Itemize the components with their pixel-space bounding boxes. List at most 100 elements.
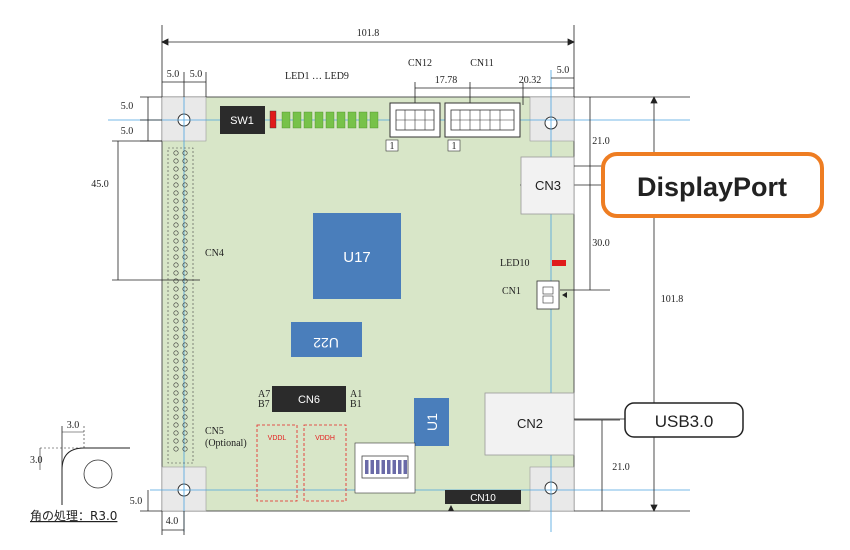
cn4-pin [182,342,188,348]
cn4-label: CN4 [205,248,224,259]
cn4-pin [182,246,188,252]
dip-switch [354,442,416,494]
cn4-pin [182,350,188,356]
cn4-pins [173,150,188,452]
dim-v5a-text: 5.0 [121,101,134,112]
cn4-pin [173,350,179,356]
dim-height-text: 101.8 [661,294,684,305]
cn4-pin [173,310,179,316]
corner-dim-v-text: 3.0 [30,455,43,466]
cn4-pin [173,262,179,268]
cn4-pin [182,262,188,268]
cn4-pin [173,414,179,420]
cn4-pin [182,214,188,220]
dim-left-vertical [112,96,200,281]
cn10-connector [445,490,521,504]
cn4-pin [182,326,188,332]
cn5-label: CN5 [205,426,224,437]
cn4-pin [182,390,188,396]
cn4-pin [173,406,179,412]
cn4-pin [173,326,179,332]
dim-bottom-4-text: 4.0 [166,516,179,527]
cn10-label: CN10 [470,493,496,504]
sw1-switch [220,106,265,134]
cn6-label: CN6 [298,394,320,406]
dim-v30-text: 30.0 [592,238,610,249]
dip-key [370,460,374,474]
dim-v21-top-text: 21.0 [592,136,610,147]
vddh-area [303,424,347,502]
dim-v45-text: 45.0 [91,179,109,190]
dip-key [376,460,380,474]
cn4-pin [182,310,188,316]
dim-v21-bottom-text: 21.0 [612,462,630,473]
cn11-label: CN11 [470,58,494,69]
cn11-header [444,102,521,138]
cn4-pin [173,318,179,324]
cn4-pin [182,166,188,172]
cn4-pin [182,366,188,372]
cn6-connector [272,386,346,412]
cn4-pin [173,222,179,228]
cn4-pin [173,238,179,244]
cn4-pin [182,318,188,324]
dip-key [381,460,385,474]
cn4-pin [182,374,188,380]
cn4-pin [182,414,188,420]
cn4-pin [182,446,188,452]
cn4-pin [182,150,188,156]
vddh-label: VDDH [315,435,335,442]
dip-key [403,460,407,474]
a1-label: A1 [350,389,362,400]
cn4-header [167,147,194,464]
dip-key [398,460,402,474]
usb-callout [624,402,744,438]
corner-detail [39,426,130,505]
dim-left-5a-text: 5.0 [167,69,180,80]
cn4-pin [173,230,179,236]
cn4-pin [182,406,188,412]
cn4-pin [182,182,188,188]
cn5-optional-label: (Optional) [205,438,247,449]
dim-right-5-text: 5.0 [557,65,570,76]
cn4-pin [182,158,188,164]
cn4-pin [182,190,188,196]
cn4-pin [182,422,188,428]
cn4-pin [173,382,179,388]
led10-label: LED10 [500,258,529,269]
cn12-header [389,102,441,138]
vddl-label: VDDL [268,435,287,442]
cn2-connector [484,392,575,456]
cn4-pin [173,198,179,204]
cn4-pin [182,278,188,284]
cn1-connector [536,280,567,310]
cn4-pin [173,206,179,212]
cn4-pin [182,438,188,444]
cn4-pin [182,238,188,244]
b7-label: B7 [258,399,270,410]
dip-key [392,460,396,474]
cn3-connector [520,156,575,215]
u17-chip [313,213,401,299]
cn4-pin [173,390,179,396]
dim-cn12-cn11-text: 17.78 [435,75,458,86]
cn4-pin [173,422,179,428]
dip-key [365,460,369,474]
cn4-pin [173,278,179,284]
cn4-pin [182,382,188,388]
u22-chip [291,322,362,357]
u1-label: U1 [424,413,440,431]
cn4-pin [173,302,179,308]
sw1-label: SW1 [230,115,254,127]
cn1-label: CN1 [502,286,521,297]
cn4-pin [182,302,188,308]
pin1-label-cn12: 1 [390,141,395,152]
cn4-pin [173,342,179,348]
cn4-pin [173,286,179,292]
led-row [269,110,379,129]
cn4-pin [182,334,188,340]
pin1-marker-cn11 [447,139,461,152]
cn4-pin [173,182,179,188]
corner-dim-h-text: 3.0 [67,420,80,431]
